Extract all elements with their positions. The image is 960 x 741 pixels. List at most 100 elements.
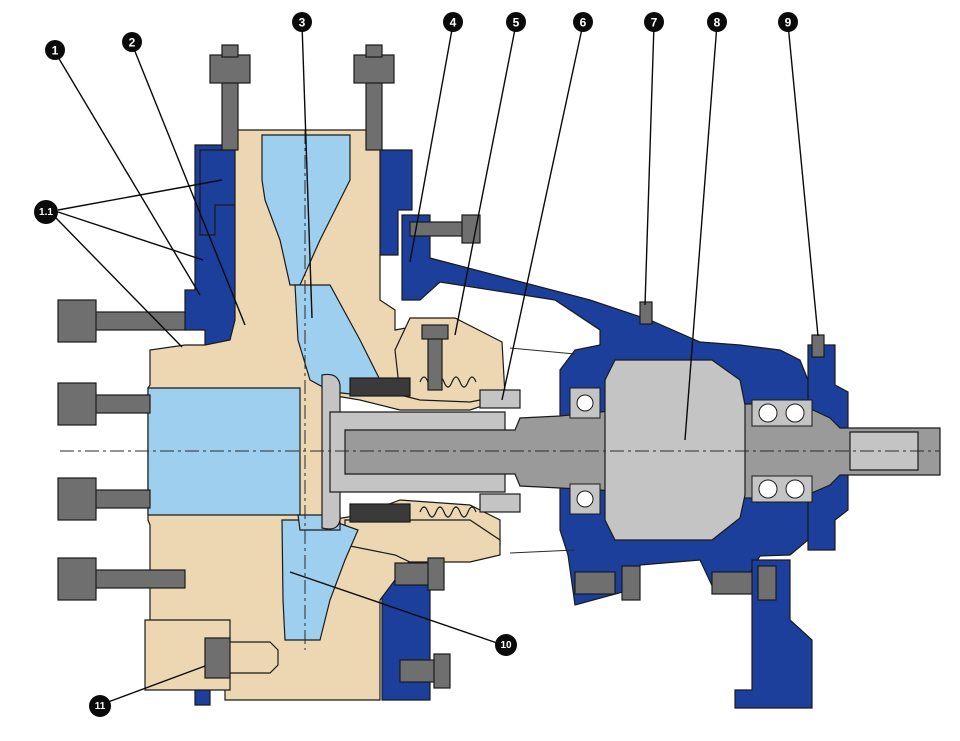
top-bolt-shank-right (365, 74, 383, 151)
flange-bolt-shank-1 (94, 311, 186, 331)
support-foot (734, 559, 813, 709)
leader-4 (409, 23, 454, 263)
callout-badge (707, 12, 727, 32)
callout-number: 8 (714, 16, 721, 30)
seal-gland-upper (479, 389, 521, 409)
grease-nipple-7 (639, 301, 653, 325)
callout-badge (34, 200, 58, 224)
leader-5 (454, 23, 517, 336)
seal-spring-lower (419, 506, 477, 518)
callout-number: 7 (651, 16, 658, 30)
callout-8: 8 (707, 12, 727, 32)
leader-3 (301, 23, 313, 319)
fluid-passages (147, 134, 381, 641)
callout-1-1: 1.1 (34, 200, 58, 224)
leader-11 (99, 665, 206, 706)
flange-bolt-shank-2 (94, 394, 151, 414)
bolts (57, 44, 825, 689)
callout-9: 9 (778, 12, 798, 32)
callout-badge (443, 12, 463, 32)
top-bolt-cap-left (221, 44, 239, 58)
callout-3: 3 (292, 12, 312, 32)
leader-lines (54, 23, 819, 706)
seal-lubrication-line-lower (509, 549, 576, 554)
bearing-ball (758, 403, 778, 423)
callout-2: 2 (122, 32, 142, 52)
callout-badge (573, 12, 593, 32)
leader-1-1b (57, 211, 204, 261)
bearing-ball (758, 479, 778, 499)
callout-5: 5 (506, 12, 526, 32)
callout-number: 6 (580, 16, 587, 30)
center-lines (60, 130, 940, 650)
callout-number: 1 (52, 44, 59, 58)
bearings (569, 387, 813, 515)
top-bolt-head-right (353, 54, 395, 84)
bottom-right-bolt (399, 659, 439, 683)
flange-bolt-shank-4 (94, 569, 186, 589)
seal-housing (394, 317, 506, 403)
seal-housing-lower (344, 519, 501, 563)
seal-ring-lower (349, 503, 411, 523)
mechanical-seal (349, 376, 521, 523)
seal-lubrication-line-upper (509, 347, 576, 355)
callout-1: 1 (45, 40, 65, 60)
leader-9 (787, 23, 819, 337)
base-bolt-1 (574, 571, 616, 595)
oil-chamber (604, 359, 746, 541)
seal-housing-bolt-head (421, 324, 449, 340)
bracket-bolt-upper-head (461, 214, 481, 244)
leader-6 (501, 23, 584, 401)
shaft-coupling-end (849, 431, 919, 471)
top-bolt-head-left (209, 54, 251, 84)
seal-gland-lower (479, 493, 521, 513)
inboard-bearing-top (569, 387, 601, 419)
bearing-ball (576, 394, 594, 412)
callout-badge (45, 40, 65, 60)
drain-plug-thread (204, 637, 231, 679)
seal-ring-upper (349, 377, 411, 397)
leader-1-1a (57, 179, 223, 211)
callout-badge (292, 12, 312, 32)
flange-bolt-shank-3 (94, 489, 151, 509)
leader-7 (644, 23, 655, 306)
flange-bolt-head-2 (57, 382, 97, 426)
callout-7: 7 (644, 12, 664, 32)
bearing-ball (785, 479, 805, 499)
callout-badge (506, 12, 526, 32)
bracket-bolt-upper (409, 221, 471, 237)
top-bolt-cap-right (365, 44, 383, 58)
callout-badge (122, 32, 142, 52)
bearing-ball (785, 403, 805, 423)
callout-number: 1.1 (39, 207, 53, 218)
callout-10: 10 (495, 634, 517, 656)
base-bolt-2-head (757, 565, 777, 601)
leader-1 (54, 51, 201, 296)
callout-number: 9 (785, 16, 792, 30)
bearing-ball (576, 490, 594, 508)
leader-1-1c (55, 217, 183, 348)
callout-6: 6 (573, 12, 593, 32)
callout-number: 11 (95, 701, 106, 712)
top-bolt-shank-left (221, 74, 239, 151)
grease-nipple-9 (811, 334, 825, 358)
flange-bolt-head-1 (57, 299, 97, 343)
base-bolt-2 (711, 571, 753, 595)
bracket-bolt-lower (394, 562, 434, 586)
bracket-bolt-lower-head (427, 557, 445, 591)
base-bolt-1-head (621, 565, 641, 601)
callout-11: 11 (89, 695, 111, 717)
flange-bolt-head-4 (57, 557, 97, 601)
leader-8 (684, 23, 718, 441)
callout-badge (89, 695, 111, 717)
leader-2 (131, 43, 246, 326)
callout-badge (778, 12, 798, 32)
callout-number: 2 (129, 36, 136, 50)
callout-number: 3 (299, 16, 306, 30)
callout-number: 10 (500, 640, 512, 651)
leader-10 (289, 571, 501, 645)
callout-badge (495, 634, 517, 656)
bottom-right-bolt-head (433, 653, 451, 689)
callout-number: 4 (450, 16, 457, 30)
